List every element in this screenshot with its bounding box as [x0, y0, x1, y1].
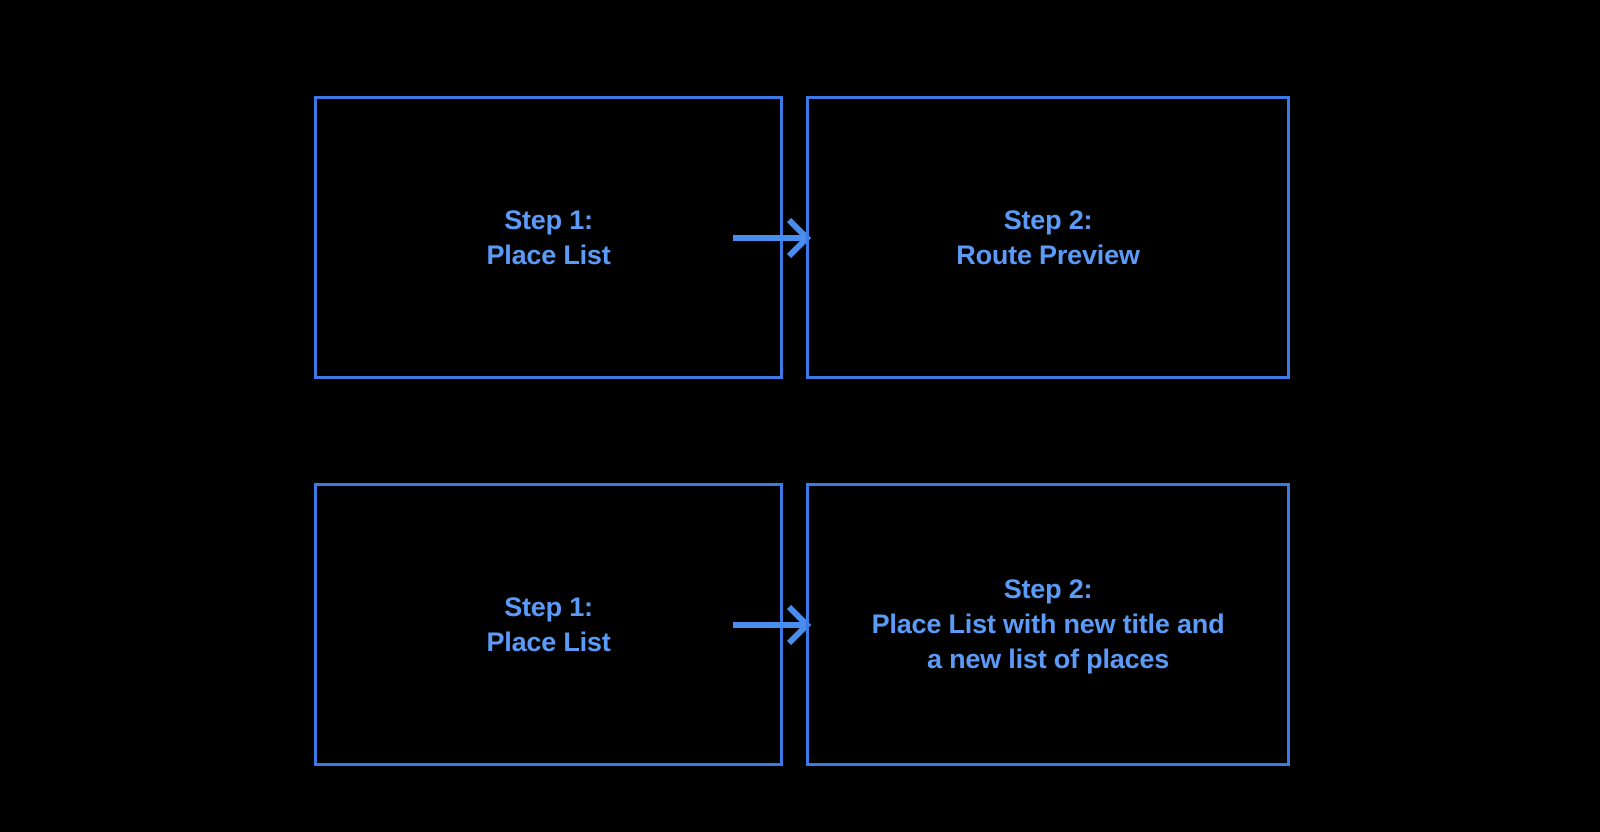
arrow-right-icon: [733, 604, 812, 646]
flow-row-1: Step 1: Place List Step 2: Route Preview: [0, 90, 1600, 390]
step-box-label: Step 2: Place List with new title and a …: [871, 574, 1225, 674]
step-box-2-route-preview[interactable]: Step 2: Route Preview: [806, 96, 1290, 379]
connector-arrow-row-1: [733, 208, 813, 268]
arrow-right-icon: [733, 217, 812, 259]
step-box-2-place-list-updated[interactable]: Step 2: Place List with new title and a …: [806, 483, 1290, 766]
step-box-label: Step 1: Place List: [486, 204, 611, 270]
step-box-label: Step 1: Place List: [486, 591, 611, 657]
step-box-1-place-list[interactable]: Step 1: Place List: [314, 483, 783, 766]
step-box-1-place-list[interactable]: Step 1: Place List: [314, 96, 783, 379]
connector-arrow-row-2: [733, 595, 813, 655]
step-box-label: Step 2: Route Preview: [956, 204, 1140, 270]
flow-row-2: Step 1: Place List Step 2: Place List wi…: [0, 477, 1600, 777]
